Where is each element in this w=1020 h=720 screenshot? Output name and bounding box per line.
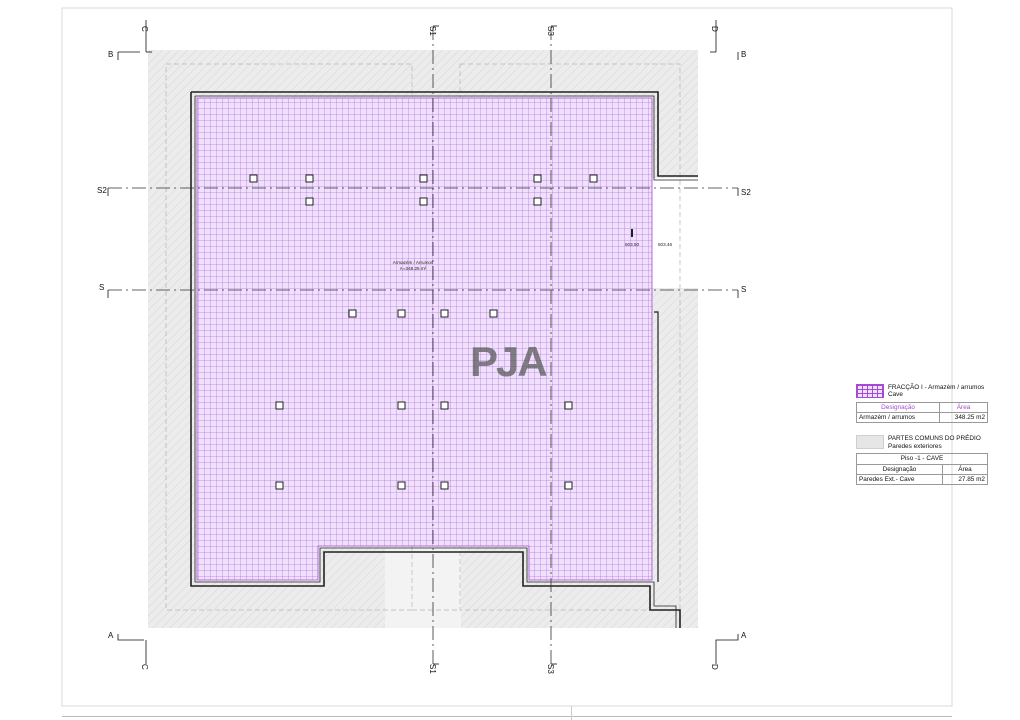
marker-b-left: B: [108, 50, 113, 59]
level-value-1: 503.50: [625, 242, 639, 247]
marker-s1-bottom: S1: [428, 664, 437, 674]
legend-fraction-table: Designação Área Armazém / arrumos 348.25…: [855, 401, 988, 424]
table-cell-name: Armazém / arrumos: [855, 412, 941, 424]
column: [489, 309, 498, 318]
table-header-area: Área: [939, 401, 988, 414]
column: [275, 401, 284, 410]
legend-fraction-title: FRACÇÃO I - Armazém / arrumos: [888, 384, 985, 391]
column: [440, 481, 449, 490]
table-cell-area: 27.85 m2: [941, 473, 989, 486]
marker-a-left: A: [108, 631, 114, 640]
table-row: Armazém / arrumos 348.25 m2: [855, 412, 988, 424]
legend-fraction-text: FRACÇÃO I - Armazém / arrumos Cave: [888, 384, 984, 399]
section-markers: [107, 20, 739, 665]
column: [397, 481, 406, 490]
room-floor-tiles: [196, 97, 653, 581]
exterior-notch: [652, 178, 698, 288]
entrance-gap: [385, 548, 461, 628]
footer-tick: [571, 706, 572, 720]
sheet-frame: [61, 7, 953, 707]
marker-d-top: D: [710, 26, 719, 32]
marker-s-right: S: [741, 285, 746, 294]
column: [348, 309, 357, 318]
legend-common-subtitle: Paredes exteriores: [888, 442, 942, 450]
table-header-area: Área: [941, 463, 989, 475]
column: [249, 174, 258, 183]
table-header-row: Designação Área: [856, 463, 989, 475]
legend-fraction-entry: FRACÇÃO I - Armazém / arrumos Cave: [856, 384, 988, 399]
marker-c-top: C: [140, 26, 149, 32]
footer-divider: [62, 716, 952, 717]
marker-s3-top: S3: [546, 26, 555, 36]
table-row: Paredes Ext.- Cave 27.85 m2: [856, 473, 989, 486]
column: [419, 174, 428, 183]
watermark-logo: PJA: [470, 338, 547, 385]
table-cell-name: Paredes Ext.- Cave: [856, 473, 943, 486]
room-name: Armazém / Arrumos: [393, 260, 434, 265]
column: [589, 174, 598, 183]
legend: FRACÇÃO I - Armazém / arrumos Cave Desig…: [855, 384, 989, 486]
legend-common-table: Piso -1 - CAVE Designação Área Paredes E…: [856, 453, 989, 486]
legend-fraction-subtitle: Cave: [888, 391, 903, 399]
legend-hatch-swatch: [856, 435, 884, 450]
marker-s2-left: S2: [97, 186, 107, 195]
table-header-name: Designação: [856, 463, 943, 475]
column: [440, 401, 449, 410]
marker-s3-bottom: S3: [546, 664, 555, 674]
table-header-name: Designação: [855, 401, 941, 414]
column: [533, 197, 542, 206]
column: [397, 401, 406, 410]
table-header-row: Designação Área: [855, 401, 988, 414]
column: [275, 481, 284, 490]
column: [564, 481, 573, 490]
marker-s1-top: S1: [428, 26, 437, 36]
level-value-2: 503.46: [658, 242, 672, 247]
legend-tile-swatch: [856, 384, 884, 398]
table-cell-area: 348.25 m2: [939, 412, 988, 424]
walls: [190, 91, 698, 628]
table-title: Piso -1 - CAVE: [856, 453, 988, 465]
column: [397, 309, 406, 318]
column: [533, 174, 542, 183]
marker-s-left: S: [99, 283, 104, 292]
column: [305, 174, 314, 183]
marker-d-bottom: D: [710, 664, 719, 670]
marker-s2-right: S2: [741, 188, 751, 197]
room-area: A=348.25 m²: [400, 266, 427, 271]
column: [564, 401, 573, 410]
columns: [249, 174, 598, 490]
level-marker: [631, 229, 633, 237]
marker-c-bottom: C: [140, 664, 149, 670]
legend-common-entry: PARTES COMUNS DO PRÉDIO Paredes exterior…: [856, 435, 988, 450]
column: [419, 197, 428, 206]
table-title-row: Piso -1 - CAVE: [856, 453, 988, 465]
legend-common-text: PARTES COMUNS DO PRÉDIO Paredes exterior…: [888, 435, 981, 450]
legend-common-title: PARTES COMUNS DO PRÉDIO: [888, 435, 981, 443]
column: [440, 309, 449, 318]
marker-b-right: B: [741, 50, 746, 59]
marker-a-right: A: [741, 631, 747, 640]
column: [305, 197, 314, 206]
section-cut-lines: [108, 26, 738, 664]
